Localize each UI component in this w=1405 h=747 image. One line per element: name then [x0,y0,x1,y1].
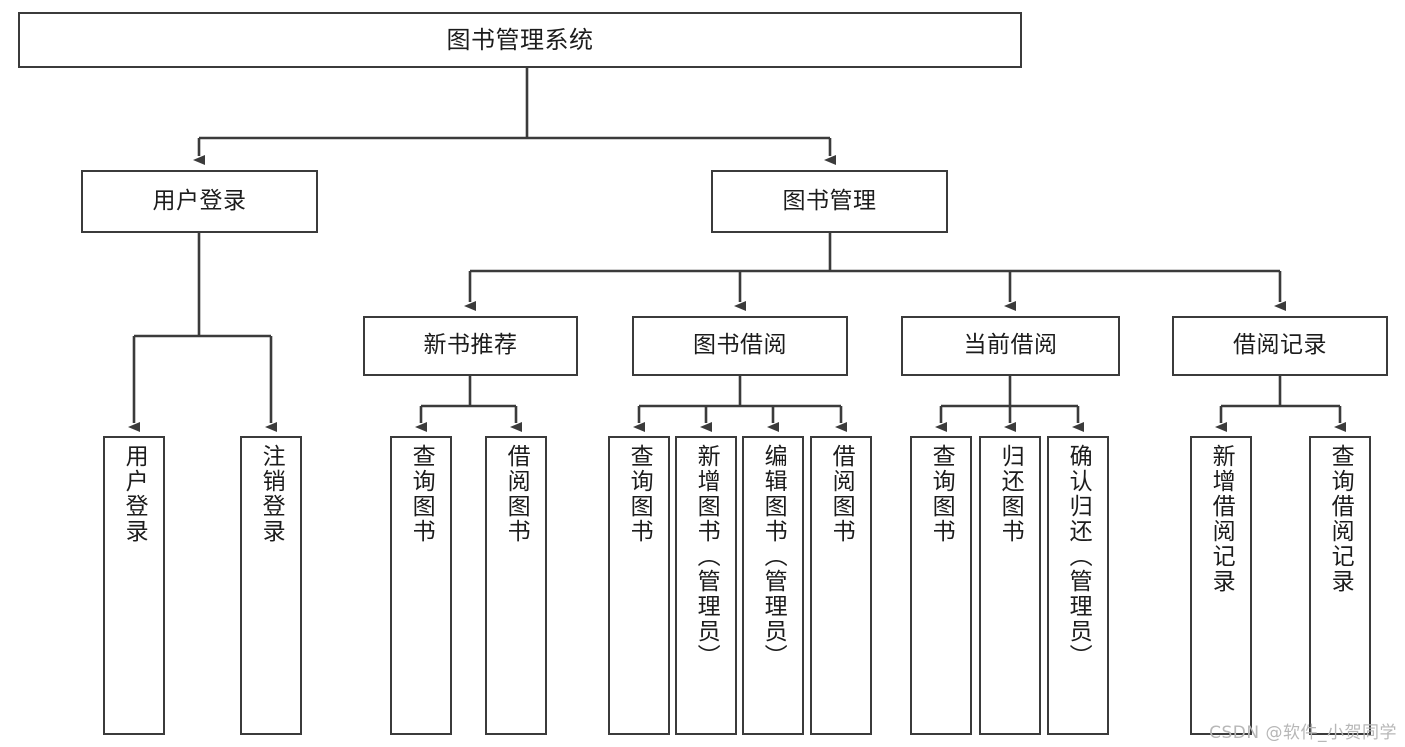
node-book-borrow[interactable]: 图书借阅 [632,316,848,376]
node-user-login[interactable]: 用户登录 [81,170,318,233]
node-leaf-query-book-3-label: 查询图书 [928,444,955,544]
node-leaf-query-book-1-label: 查询图书 [408,444,435,544]
watermark: CSDN @软件_小贺同学 [1209,723,1397,743]
node-leaf-logout[interactable]: 注销登录 [240,436,302,735]
node-borrow-record-label: 借阅记录 [1233,332,1327,359]
node-leaf-confirm-return[interactable]: 确认归还（管理员） [1047,436,1109,735]
node-leaf-borrow-book-1[interactable]: 借阅图书 [485,436,547,735]
node-root-label: 图书管理系统 [446,25,594,54]
node-leaf-user-login[interactable]: 用户登录 [103,436,165,735]
node-leaf-query-book-1[interactable]: 查询图书 [390,436,452,735]
node-leaf-confirm-return-label: 确认归还（管理员） [1065,444,1092,669]
node-leaf-add-record[interactable]: 新增借阅记录 [1190,436,1252,735]
node-borrow-record[interactable]: 借阅记录 [1172,316,1388,376]
node-leaf-borrow-book-1-label: 借阅图书 [503,444,530,544]
node-leaf-query-book-3[interactable]: 查询图书 [910,436,972,735]
node-leaf-add-book-label: 新增图书（管理员） [693,444,720,669]
node-leaf-user-login-label: 用户登录 [121,444,148,544]
node-leaf-logout-label: 注销登录 [258,444,285,544]
node-current-borrow[interactable]: 当前借阅 [901,316,1120,376]
node-leaf-add-record-label: 新增借阅记录 [1208,444,1235,594]
node-new-book-rec-label: 新书推荐 [423,332,518,359]
node-leaf-query-record[interactable]: 查询借阅记录 [1309,436,1371,735]
node-leaf-borrow-book-2[interactable]: 借阅图书 [810,436,872,735]
node-book-manage-label: 图书管理 [782,187,877,214]
node-leaf-return-book-label: 归还图书 [997,444,1024,544]
node-root[interactable]: 图书管理系统 [18,12,1022,68]
node-leaf-query-book-2[interactable]: 查询图书 [608,436,670,735]
node-user-login-label: 用户登录 [152,187,247,214]
node-new-book-rec[interactable]: 新书推荐 [363,316,578,376]
node-leaf-edit-book[interactable]: 编辑图书（管理员） [742,436,804,735]
node-book-borrow-label: 图书借阅 [693,332,787,359]
node-leaf-return-book[interactable]: 归还图书 [979,436,1041,735]
node-leaf-edit-book-label: 编辑图书（管理员） [760,444,787,669]
node-leaf-query-book-2-label: 查询图书 [626,444,653,544]
node-leaf-borrow-book-2-label: 借阅图书 [828,444,855,544]
node-book-manage[interactable]: 图书管理 [711,170,948,233]
node-current-borrow-label: 当前借阅 [963,332,1058,359]
node-leaf-query-record-label: 查询借阅记录 [1327,444,1354,594]
node-leaf-add-book[interactable]: 新增图书（管理员） [675,436,737,735]
